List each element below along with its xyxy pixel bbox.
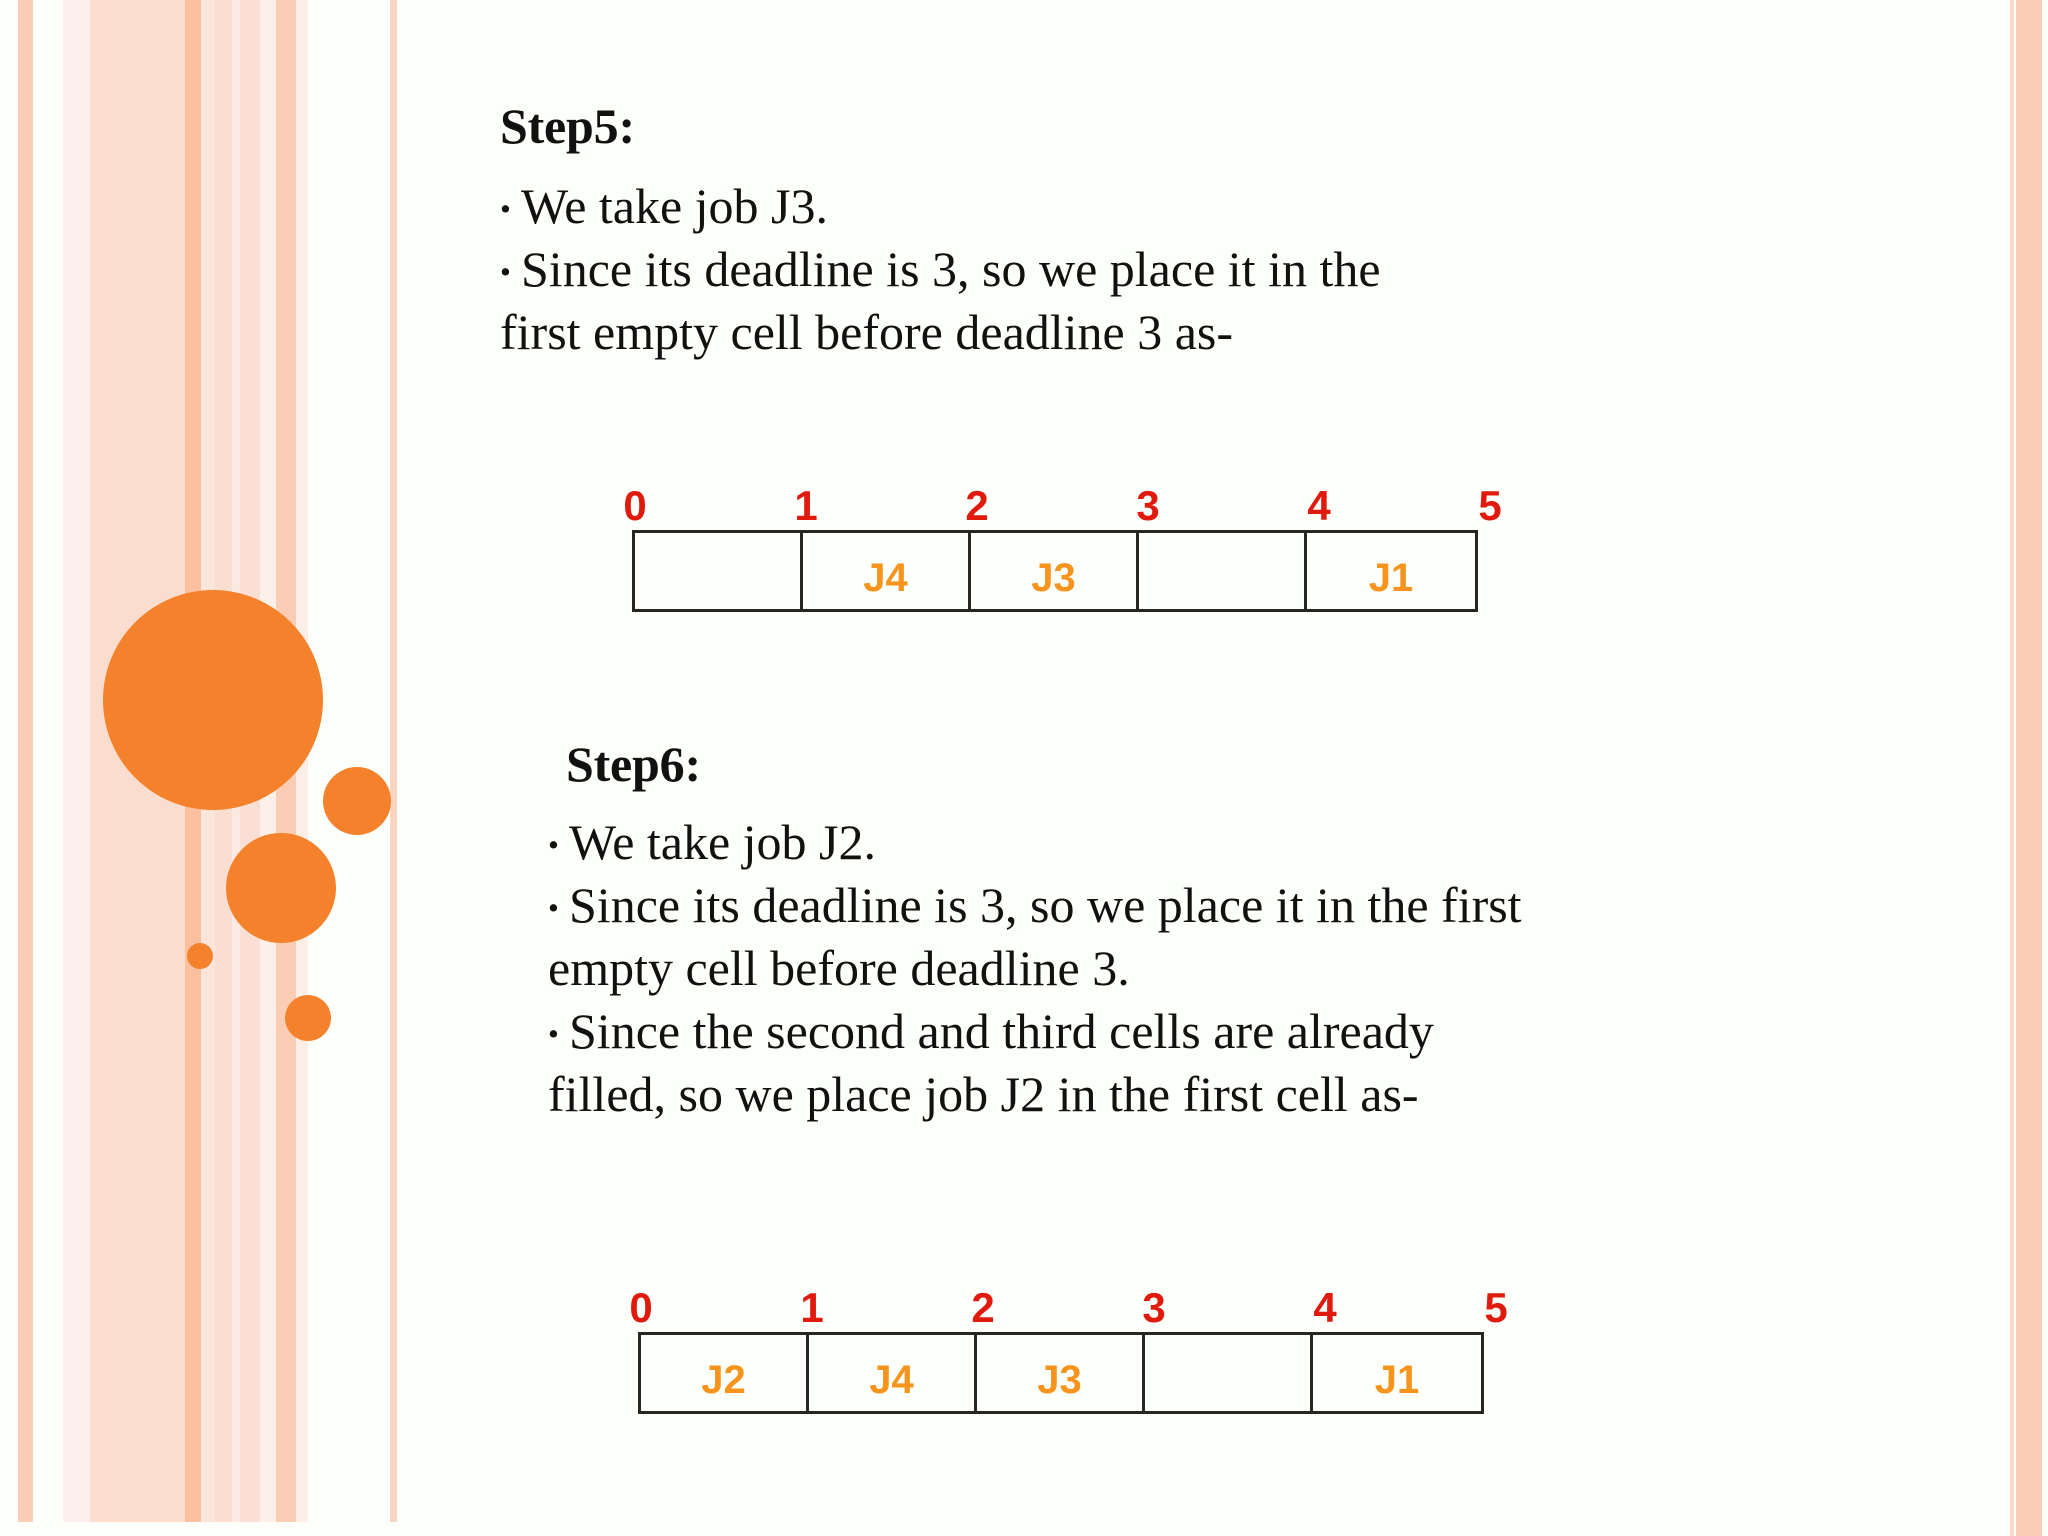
circle-medium	[226, 833, 336, 943]
step6-line-text: We take job J2.	[569, 814, 877, 870]
step6-tick-row: 0 1 2 3 4 5	[629, 1284, 1507, 1332]
step6-line-5: filled, so we place job J2 in the first …	[548, 1063, 2026, 1126]
step5-line-2: Since its deadline is 3, so we place it …	[500, 238, 1920, 301]
step6-array-tick-1: 1	[800, 1284, 824, 1331]
step6-array-cell-2: J3	[977, 1335, 1145, 1411]
circle-small	[323, 767, 391, 835]
step5-array-tick-2: 2	[965, 482, 989, 529]
step6-array-cell-4: J1	[1374, 1357, 1420, 1402]
circle-large	[103, 590, 323, 810]
stripe-2	[33, 0, 63, 1522]
step5-line-text: first empty cell before deadline 3 as-	[500, 304, 1234, 360]
step6-line-text: Since the second and third cells are alr…	[569, 1003, 1434, 1059]
right-stripe-2	[2016, 0, 2042, 1536]
step5-array-tick-0: 0	[623, 482, 647, 529]
bullet-icon	[548, 811, 569, 874]
step5-line-text: We take job J3.	[521, 178, 829, 234]
right-stripe-decoration	[2008, 0, 2048, 1536]
step5-array-tick-3: 3	[1136, 482, 1160, 529]
step5-line-3: first empty cell before deadline 3 as-	[500, 301, 1920, 364]
bullet-icon	[548, 1000, 569, 1063]
step6-array-tick-5: 5	[1484, 1284, 1508, 1331]
step6-array-tick-2: 2	[971, 1284, 995, 1331]
bullet-icon	[500, 175, 521, 238]
step5-bullet-list: We take job J3. Since its deadline is 3, …	[500, 175, 1920, 364]
step6-array-cell-0: J2	[641, 1335, 809, 1411]
step5-array-tick-4: 4	[1307, 482, 1331, 529]
step6-array-tick-4: 4	[1313, 1284, 1337, 1331]
stripe-1	[18, 0, 33, 1522]
bullet-icon	[548, 874, 569, 937]
step6-line-2: Since its deadline is 3, so we place it …	[548, 874, 2026, 937]
step5-tick-row: 0 1 2 3 4 5	[623, 482, 1501, 530]
circle-tiny	[187, 943, 213, 969]
stripe-13	[390, 0, 397, 1522]
step6-line-1: We take job J2.	[548, 811, 2026, 874]
step6-array-cell-1: J4	[809, 1335, 977, 1411]
step5-array-cell-0	[635, 533, 803, 609]
step5-block: Step5: We take job J3. Since its deadline…	[500, 100, 1920, 364]
step5-line-text: Since its deadline is 3, so we place it …	[521, 241, 1381, 297]
right-stripe-1	[2010, 0, 2014, 1536]
step6-array-tick-0: 0	[629, 1284, 653, 1331]
step6-line-text: Since its deadline is 3, so we place it …	[569, 877, 1522, 933]
step6-line-3: empty cell before deadline 3.	[548, 937, 2026, 1000]
step6-title: Step6:	[566, 736, 701, 792]
step5-array-cell-4: J1	[1368, 555, 1414, 600]
step6-block: Step6: We take job J2. Since its deadline…	[548, 736, 2026, 1126]
step6-line-4: Since the second and third cells are alr…	[548, 1000, 2026, 1063]
step5-line-1: We take job J3.	[500, 175, 1920, 238]
step6-line-text: empty cell before deadline 3.	[548, 940, 1130, 996]
step6-array-cell-3	[1145, 1335, 1313, 1411]
stripe-3	[63, 0, 90, 1522]
step5-array-cell-1: J4	[803, 533, 971, 609]
step6-array-tick-3: 3	[1142, 1284, 1166, 1331]
step5-array-tick-5: 5	[1478, 482, 1502, 529]
step5-title: Step5:	[500, 98, 635, 154]
step5-array-cell-3	[1139, 533, 1307, 609]
circle-mini	[285, 995, 331, 1041]
step6-line-text: filled, so we place job J2 in the first …	[548, 1066, 1419, 1122]
step5-array-tick-1: 1	[794, 482, 818, 529]
step6-bullet-list: We take job J2. Since its deadline is 3, …	[548, 811, 2026, 1126]
bullet-icon	[500, 238, 521, 301]
step5-array-cell-2: J3	[971, 533, 1139, 609]
